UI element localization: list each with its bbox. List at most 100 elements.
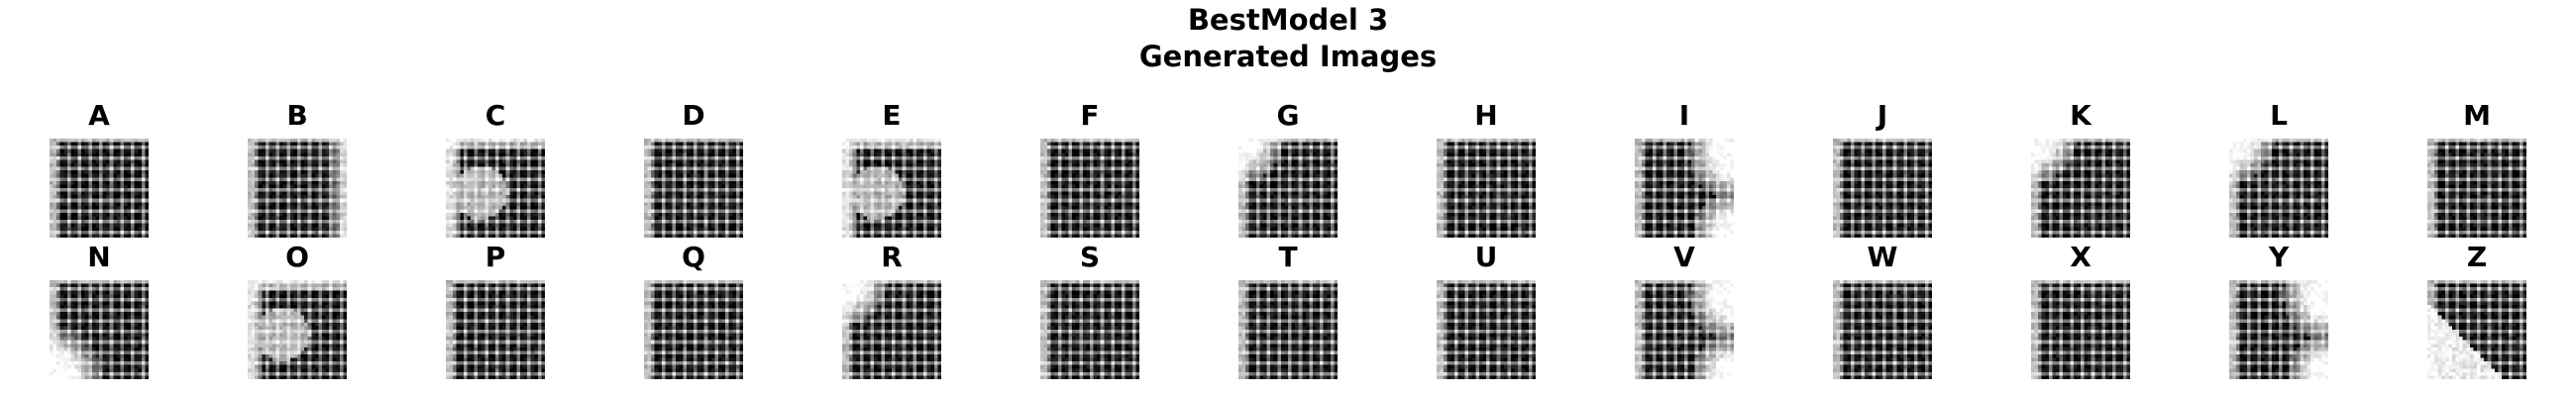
image-cell-b: B bbox=[198, 99, 396, 238]
image-cell-c: C bbox=[396, 99, 594, 238]
image-label: B bbox=[286, 99, 308, 132]
generated-image bbox=[446, 280, 545, 379]
generated-image bbox=[248, 280, 347, 379]
image-label: V bbox=[1673, 241, 1695, 273]
generated-image-canvas bbox=[50, 280, 149, 379]
image-label: F bbox=[1080, 99, 1100, 132]
image-cell-z: Z bbox=[2378, 241, 2576, 379]
generated-image bbox=[2031, 139, 2130, 238]
image-label: J bbox=[1877, 99, 1888, 132]
figure-title: BestModel 3 bbox=[1187, 3, 1389, 37]
image-cell-y: Y bbox=[2180, 241, 2378, 379]
generated-image bbox=[644, 280, 743, 379]
generated-image-canvas bbox=[50, 139, 149, 238]
image-label: Q bbox=[682, 241, 705, 273]
image-cell-q: Q bbox=[594, 241, 793, 379]
image-label: D bbox=[682, 99, 705, 132]
image-label: H bbox=[1474, 99, 1498, 132]
image-label: C bbox=[484, 99, 506, 132]
generated-image bbox=[1437, 280, 1536, 379]
generated-image bbox=[1238, 280, 1338, 379]
figure-subtitle: Generated Images bbox=[1138, 40, 1438, 73]
generated-image bbox=[1040, 139, 1139, 238]
image-label: N bbox=[87, 241, 111, 273]
generated-image-canvas bbox=[1437, 280, 1536, 379]
image-label: O bbox=[285, 241, 309, 273]
image-cell-g: G bbox=[1189, 99, 1387, 238]
generated-image bbox=[446, 139, 545, 238]
generated-image-canvas bbox=[1437, 139, 1536, 238]
image-cell-n: N bbox=[0, 241, 198, 379]
image-cell-v: V bbox=[1585, 241, 1783, 379]
generated-image-canvas bbox=[2229, 139, 2328, 238]
image-label: I bbox=[1678, 99, 1690, 132]
generated-image bbox=[2427, 280, 2526, 379]
generated-image-canvas bbox=[842, 139, 941, 238]
generated-image bbox=[2031, 280, 2130, 379]
generated-image-canvas bbox=[2427, 139, 2526, 238]
generated-image-canvas bbox=[248, 280, 347, 379]
image-cell-h: H bbox=[1387, 99, 1585, 238]
image-cell-s: S bbox=[991, 241, 1189, 379]
image-label: G bbox=[1276, 99, 1300, 132]
generated-image bbox=[1040, 280, 1139, 379]
generated-image-canvas bbox=[1238, 139, 1338, 238]
image-cell-p: P bbox=[396, 241, 594, 379]
image-cell-i: I bbox=[1585, 99, 1783, 238]
generated-image bbox=[1635, 280, 1734, 379]
image-label: T bbox=[1278, 241, 1298, 273]
image-label: E bbox=[882, 99, 902, 132]
image-label: Z bbox=[2466, 241, 2488, 273]
generated-image-canvas bbox=[1833, 280, 1932, 379]
image-cell-x: X bbox=[1982, 241, 2180, 379]
generated-image-canvas bbox=[1040, 139, 1139, 238]
generated-image bbox=[2229, 280, 2328, 379]
image-label: A bbox=[88, 99, 110, 132]
image-cell-o: O bbox=[198, 241, 396, 379]
generated-image-canvas bbox=[1635, 139, 1734, 238]
image-cell-l: L bbox=[2180, 99, 2378, 238]
figure-title-block: BestModel 3 Generated Images bbox=[0, 2, 2576, 75]
image-cell-r: R bbox=[793, 241, 991, 379]
generated-image-canvas bbox=[1833, 139, 1932, 238]
image-cell-d: D bbox=[594, 99, 793, 238]
generated-image bbox=[644, 139, 743, 238]
image-label: K bbox=[2070, 99, 2092, 132]
generated-image bbox=[842, 139, 941, 238]
image-label: R bbox=[881, 241, 903, 273]
generated-image-canvas bbox=[2031, 280, 2130, 379]
generated-image bbox=[50, 280, 149, 379]
generated-image-canvas bbox=[248, 139, 347, 238]
image-cell-j: J bbox=[1783, 99, 1982, 238]
image-cell-m: M bbox=[2378, 99, 2576, 238]
generated-image bbox=[2427, 139, 2526, 238]
image-label: U bbox=[1474, 241, 1498, 273]
generated-image bbox=[842, 280, 941, 379]
generated-image-canvas bbox=[1040, 280, 1139, 379]
generated-image bbox=[50, 139, 149, 238]
generated-image-canvas bbox=[842, 280, 941, 379]
generated-image bbox=[1238, 139, 1338, 238]
generated-image bbox=[2229, 139, 2328, 238]
generated-image-canvas bbox=[1238, 280, 1338, 379]
image-cell-t: T bbox=[1189, 241, 1387, 379]
image-label: W bbox=[1867, 241, 1898, 273]
image-cell-u: U bbox=[1387, 241, 1585, 379]
image-cell-a: A bbox=[0, 99, 198, 238]
generated-image-canvas bbox=[1635, 280, 1734, 379]
generated-image-canvas bbox=[644, 139, 743, 238]
generated-image bbox=[1437, 139, 1536, 238]
generated-image-canvas bbox=[446, 139, 545, 238]
image-cell-e: E bbox=[793, 99, 991, 238]
image-cell-k: K bbox=[1982, 99, 2180, 238]
image-label: P bbox=[484, 241, 506, 273]
generated-image bbox=[1833, 139, 1932, 238]
image-label: M bbox=[2463, 99, 2491, 132]
generated-image bbox=[1635, 139, 1734, 238]
generated-image-canvas bbox=[2229, 280, 2328, 379]
image-label: Y bbox=[2268, 241, 2290, 273]
image-cell-w: W bbox=[1783, 241, 1982, 379]
generated-image-canvas bbox=[446, 280, 545, 379]
generated-image-canvas bbox=[644, 280, 743, 379]
